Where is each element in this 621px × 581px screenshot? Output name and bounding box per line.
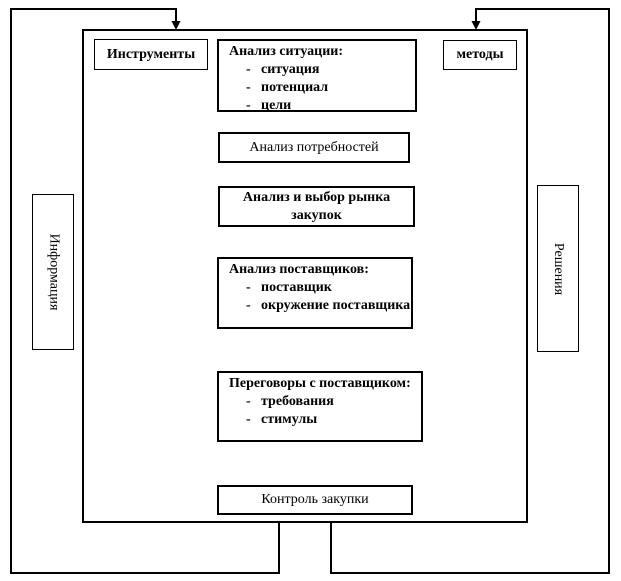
list-item: - потенциал <box>219 79 415 97</box>
flow-box-supplier-analysis: Анализ поставщиков: - поставщик - окруже… <box>217 257 413 329</box>
decisions-label: Решения <box>551 242 567 295</box>
flow-box-situation-analysis: Анализ ситуации: - ситуация - потенциал … <box>217 39 417 115</box>
flow-box-title: Анализ поставщиков: <box>229 262 369 277</box>
list-item-text: ситуация <box>261 62 320 77</box>
arrowhead-down-icon <box>171 21 181 30</box>
list-item: - поставщик <box>219 279 411 297</box>
dash-marker: - <box>246 280 251 295</box>
tools-label: Инструменты <box>106 46 196 62</box>
list-item: - стимулы <box>219 411 421 429</box>
list-item-text: цели <box>261 98 292 113</box>
list-item-text: требования <box>261 394 334 409</box>
dash-marker: - <box>246 62 251 77</box>
list-item: - требования <box>219 393 421 411</box>
list-item-text: потенциал <box>261 80 329 95</box>
list-item: - окружение поставщика <box>219 297 411 315</box>
dash-marker: - <box>246 394 251 409</box>
flow-box-needs-analysis: Анализ потребностей <box>218 132 410 163</box>
flow-box-purchase-control: Контроль закупки <box>217 485 413 515</box>
list-item: - ситуация <box>219 61 415 79</box>
methods-box: методы <box>443 40 517 70</box>
left-feedback-loop-line <box>10 8 280 574</box>
dash-marker: - <box>246 98 251 113</box>
flow-box-negotiations: Переговоры с поставщиком: - требования -… <box>217 371 423 442</box>
flow-box-title: Анализ и выбор рынка закупок <box>242 189 391 223</box>
flow-box-title: Анализ ситуации: <box>229 44 343 59</box>
right-feedback-loop-line <box>330 8 610 574</box>
flow-box-title: Переговоры с поставщиком: <box>229 376 411 391</box>
decisions-channel-box: Решения <box>537 185 579 352</box>
tools-box: Инструменты <box>94 39 208 70</box>
information-label: Информация <box>46 233 61 311</box>
list-item: - цели <box>219 97 415 115</box>
dash-marker: - <box>246 412 251 427</box>
information-channel-box: Информация <box>32 194 74 350</box>
list-item-text: поставщик <box>261 280 332 295</box>
flow-box-title: Контроль закупки <box>261 492 369 507</box>
dash-marker: - <box>246 298 251 313</box>
arrowhead-down-icon <box>471 21 481 30</box>
flow-box-title: Анализ потребностей <box>249 139 379 155</box>
list-item-text: стимулы <box>261 412 318 427</box>
methods-label: методы <box>456 47 504 62</box>
list-item-text: окружение поставщика <box>261 298 411 313</box>
dash-marker: - <box>246 80 251 95</box>
flow-box-market-selection: Анализ и выбор рынка закупок <box>218 186 415 227</box>
